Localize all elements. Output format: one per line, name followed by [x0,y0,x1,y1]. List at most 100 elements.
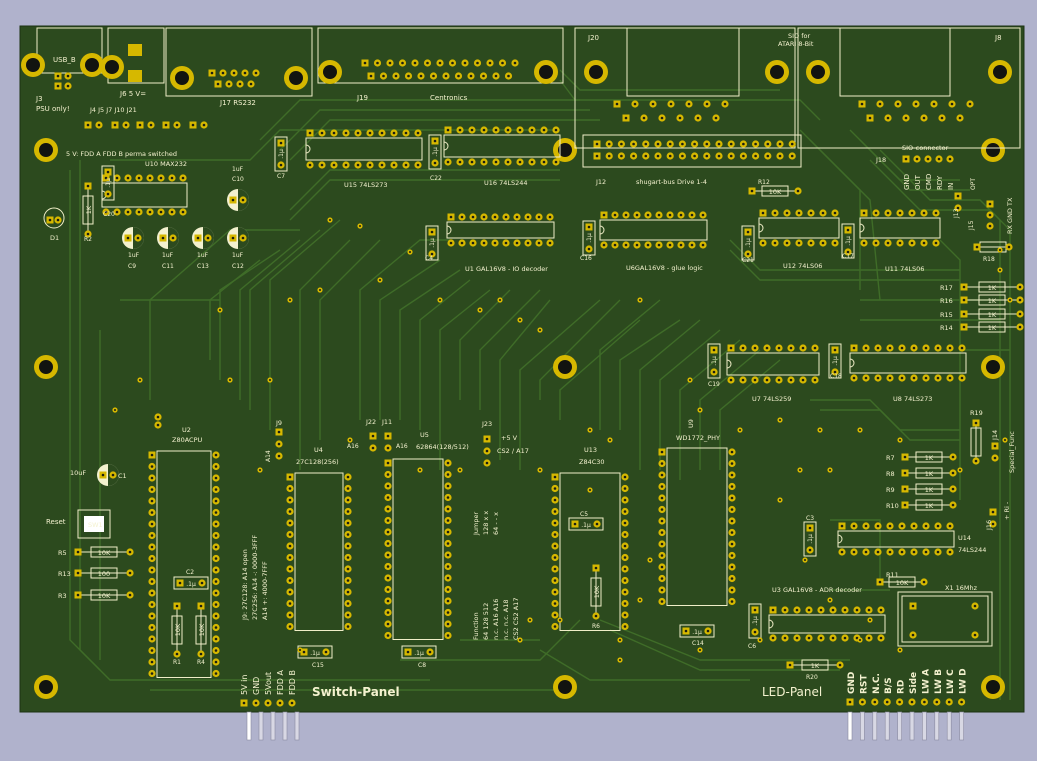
u6-label: U6GAL16V8 - glue logic [626,264,703,272]
d1-label: D1 [50,234,59,242]
u15-74ls273-pin [318,129,326,137]
u6-gal16v8-pin [644,241,652,249]
u15-74ls273-pin [402,129,410,137]
u5-62864-pin [444,470,452,479]
r6-pad [592,612,600,620]
sio-pin-label: CMD [925,174,933,190]
d1-outline [43,207,65,229]
u2-z80-pin [212,497,220,505]
c21: .1µ [741,225,755,261]
r20-pad [786,661,794,669]
j20-pins-pin [685,100,693,108]
r7-pad [949,453,957,461]
u9-wd1772-pin [658,448,666,456]
sio-connector-label: SIO-connector [902,144,949,152]
u15-74ls273-pin [354,129,362,137]
j8-hole [988,60,1012,84]
u3-gal16v8-pin [769,634,777,642]
j17-outline [165,27,313,97]
j12-pins-pin [654,152,662,160]
via [537,467,543,473]
led-pin-label: GND [847,672,857,694]
u9-wd1772-pin [728,459,736,468]
u13-z84c30-pin [551,484,559,493]
j19-outline [317,27,564,84]
u9-wd1772-pin [728,517,736,525]
c2-pad [198,579,206,587]
u9-wd1772-pin [658,540,666,548]
u6-gal16v8-pin [644,211,652,219]
r1-pad [173,602,181,610]
u1-gal16v8-pin [502,213,510,221]
u7-74ls259-pin [811,344,819,352]
u3-gal16v8-pin [829,606,837,614]
u16-74ls244-pin [552,126,560,134]
u11-74ls06-pin [908,239,916,247]
via [647,557,653,563]
u14-74ls244-pin [898,522,906,530]
c8-label: C8 [418,662,426,669]
r8-pad [901,469,909,477]
svg-text:.1µ: .1µ [832,356,839,366]
u6-gal16v8-pin [611,211,619,219]
u7-74ls259-pin [751,376,759,384]
c1-value: 10uF [70,469,86,477]
r11-label: R11 [886,571,899,579]
led-panel-pin [884,711,890,741]
j4-pins-pin [84,121,92,129]
c20-pad [104,190,112,198]
r19 [970,423,982,461]
u8-74ls273-pin [862,344,870,352]
j18-pins-pin [902,155,910,163]
u14-74ls244-pin [838,522,846,530]
via [617,657,623,663]
u2-z80-pin [148,508,156,517]
x1-pad [971,631,979,639]
c5: .1µ [568,517,604,531]
led-panel-pad [896,698,904,706]
u14-74ls244-pin [850,522,858,530]
via [697,407,703,413]
u4-27c128-pin [344,622,352,631]
u5-62864-pin [444,528,452,536]
trace [659,329,721,470]
j20-pins-pin [631,100,639,108]
svg-text:.1µ: .1µ [711,356,718,366]
u16-74ls244-pin [456,126,464,134]
c11-pad [169,234,177,242]
u5-62864-pin [384,539,392,548]
u1-gal16v8-pin [458,213,466,221]
u3-gal16v8-pin [769,606,777,614]
u12-74ls06-pin [807,209,815,217]
c13-pad [194,234,202,242]
j12-pins-pin [691,152,699,160]
j11-pad [384,444,392,452]
led-pin-label: LW C [946,669,956,694]
c4-pad [428,228,436,236]
trace [539,649,750,681]
mounting-hole [34,138,58,162]
u14-74ls244 [837,530,955,548]
via [112,407,118,413]
trace [729,239,960,271]
c20: .1µ [101,165,115,201]
u9-wd1772-pin [658,471,666,479]
reset-button [84,516,104,532]
c3-pad [806,546,814,554]
r17-pad [1016,283,1024,291]
u2-z80-pin [148,554,156,563]
c22: .1µ [428,134,442,170]
c21-pad [744,228,752,236]
j19-pins-pin [367,72,375,80]
r13-label: R13 [58,570,71,578]
j13-pad [954,204,962,212]
u16-74ls244-pin [516,126,524,134]
u5-62864-pin [384,597,392,605]
j10-pins-pin [173,121,181,129]
j20-pins-pin [640,114,648,122]
sio-pin-label: IN [947,183,955,190]
u12-74ls06-pin [819,239,827,247]
usb-pads-pin [64,72,72,80]
u13-label: U13 [584,446,597,454]
